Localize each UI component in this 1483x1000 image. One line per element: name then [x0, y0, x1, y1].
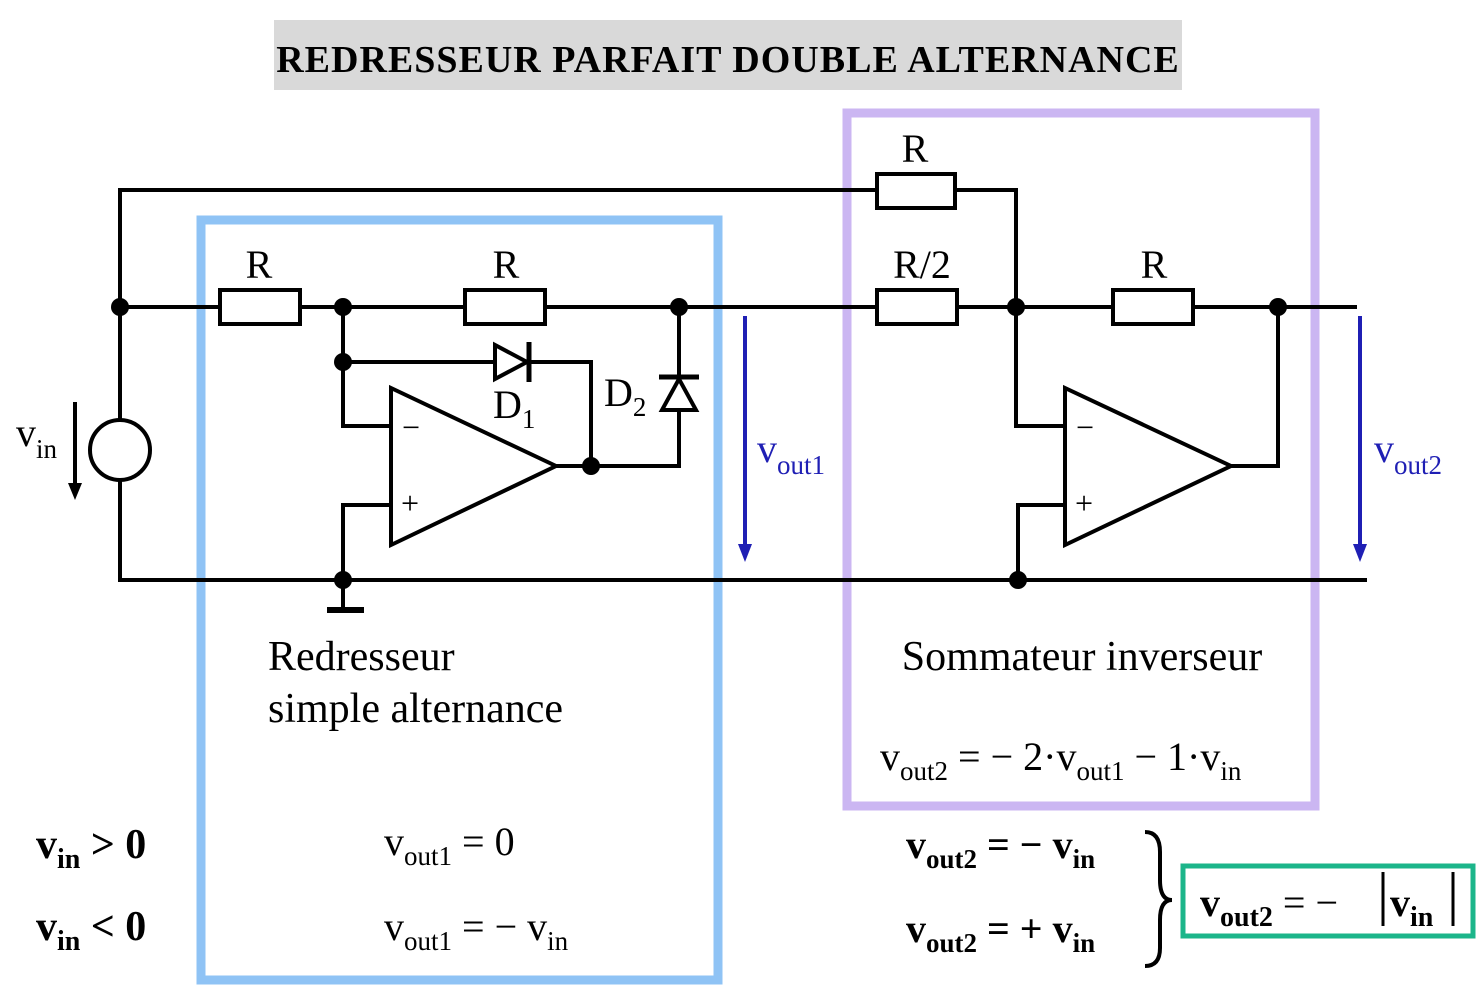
label-d2: D2: [604, 370, 646, 422]
title-banner: [274, 20, 1182, 90]
resistor-feedback: [463, 288, 547, 326]
vout2-case-positive: vout2 = − vin: [906, 822, 1095, 874]
opamp-1-icon: [389, 384, 561, 549]
label-d1: D1: [493, 382, 535, 434]
label-vout1: vout1: [757, 426, 825, 480]
result-box: [1180, 863, 1476, 939]
opamp-2-plus: +: [1075, 485, 1093, 521]
voltage-source-icon: [88, 418, 152, 482]
label-r-feedback: R: [493, 242, 520, 287]
half-wave-caption-line2: simple alternance: [268, 686, 563, 732]
opamp-2-icon: [1063, 384, 1236, 549]
junctions: [111, 298, 1287, 589]
vout1-arrow-icon: [738, 316, 752, 562]
resistor-top: [875, 172, 957, 210]
vin-arrow-icon: [68, 402, 82, 500]
case-vin-negative: vin < 0: [36, 904, 146, 957]
brace-icon: [1144, 830, 1173, 968]
result-formula: vout2 = −: [1200, 880, 1338, 933]
summer-block: [842, 108, 1320, 811]
label-r-top: R: [902, 126, 929, 171]
vout1-case-positive: vout1 = 0: [384, 819, 515, 871]
summer-caption: Sommateur inverseur: [902, 634, 1262, 680]
opamp-1-plus: +: [401, 485, 419, 521]
case-vin-positive: vin > 0: [36, 822, 146, 875]
page-title: REDRESSEUR PARFAIT DOUBLE ALTERNANCE: [276, 39, 1180, 81]
label-vout2: vout2: [1374, 426, 1442, 480]
diode-d1-icon: [493, 341, 532, 383]
label-r-input: R: [246, 242, 273, 287]
vout1-case-negative: vout1 = − vin: [384, 904, 569, 956]
label-r-sum-feedback: R: [1141, 242, 1168, 287]
resistor-input: [218, 288, 302, 326]
opamp-1-minus: −: [402, 409, 420, 445]
vout2-case-negative: vout2 = + vin: [906, 906, 1095, 958]
summer-formula: vout2 = − 2·vout1 − 1·vin: [880, 734, 1242, 786]
half-wave-caption-line1: Redresseur: [268, 634, 455, 680]
resistor-sum-feedback: [1111, 288, 1195, 326]
vout2-arrow-icon: [1353, 316, 1367, 562]
label-r-half: R/2: [893, 242, 951, 287]
label-vin: vin: [16, 410, 58, 464]
diode-d2-icon: [658, 374, 700, 412]
half-wave-block: [196, 215, 723, 985]
opamp-2-minus: −: [1076, 409, 1094, 445]
result-abs-value: vin: [1390, 880, 1434, 933]
resistor-half: [875, 288, 959, 326]
